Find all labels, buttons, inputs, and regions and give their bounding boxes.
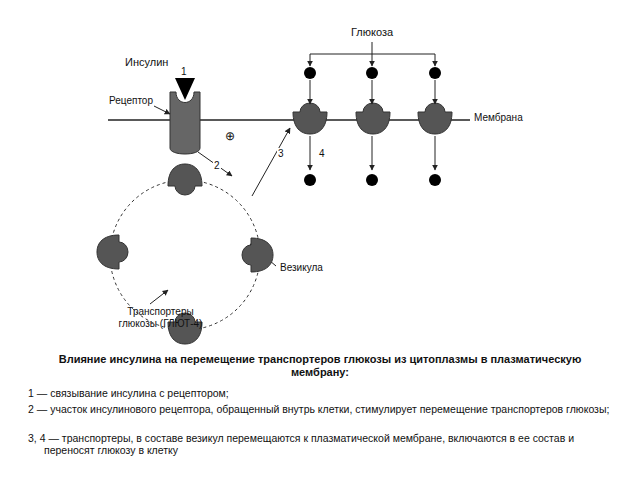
legend-item: 3, 4 — транспортеры, в составе везикул п… — [28, 432, 618, 456]
legend-item: 1 — связывание инсулина с рецептором; — [28, 387, 618, 399]
callout-number: 1 — [180, 66, 188, 78]
label-text: Мембрана — [473, 112, 524, 124]
caption: Влияние инсулина на перемещение транспор… — [50, 353, 590, 378]
label-text: Глюкоза — [350, 26, 394, 39]
callout-number: 2 — [213, 160, 221, 172]
legend-item: 2 — участок инсулинового рецептора, обра… — [28, 403, 618, 415]
label-text: Рецептор — [108, 95, 154, 107]
label-text: Везикула — [279, 262, 324, 274]
callout-number: 4 — [318, 148, 326, 160]
label-text: Транспортеры глюкозы (ГЛЮТ-4) — [108, 306, 213, 329]
plus-sign: ⊕ — [224, 130, 236, 144]
label-text: Инсулин — [124, 56, 169, 69]
callout-number: 3 — [277, 148, 285, 160]
